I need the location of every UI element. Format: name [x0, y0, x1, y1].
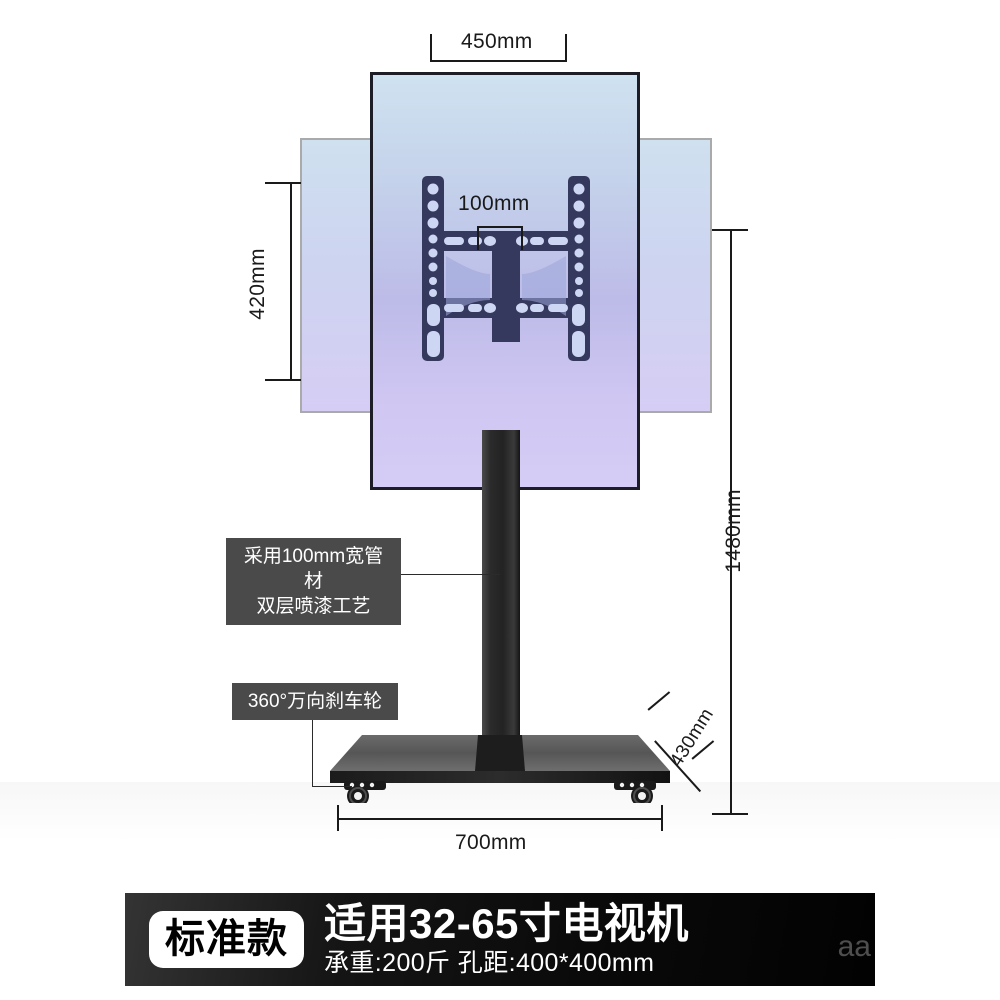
dim-450-tick-left [430, 34, 432, 62]
dim-100-tick-left [477, 226, 479, 250]
dim-420-line [290, 182, 292, 380]
pole-callout-leader [400, 574, 500, 576]
dim-430-tick-top [647, 691, 670, 711]
caster-callout-leader-v [312, 718, 314, 786]
stand-pole [482, 430, 520, 775]
stand-base [320, 735, 680, 803]
banner-text-block: 适用32-65寸电视机 承重:200斤 孔距:400*400mm [324, 899, 689, 978]
dim-1480-tick-bottom [712, 813, 748, 815]
dim-700-label: 700mm [455, 831, 527, 854]
dim-450-line [430, 60, 566, 62]
wall-mount-bracket-icon [418, 176, 594, 366]
dim-450-tick-right [565, 34, 567, 62]
dim-1480-tick-top [712, 229, 748, 231]
dim-450-label: 450mm [461, 30, 533, 53]
callout-pole-material: 采用100mm宽管材 双层喷漆工艺 [226, 538, 401, 625]
dim-420-label: 420mm [245, 248, 269, 320]
badge-standard-model: 标准款 [149, 911, 304, 968]
dim-100-line [477, 226, 522, 228]
caster-callout-leader-h [312, 786, 352, 788]
dim-420-tick-bottom [265, 379, 301, 381]
floor-shadow [0, 782, 1000, 842]
watermark-text: aa [837, 930, 871, 963]
dim-1480-line [730, 229, 732, 814]
dim-420-tick-top [265, 182, 301, 184]
dim-700-line [337, 818, 662, 820]
dim-700-tick-left [337, 805, 339, 831]
banner-headline: 适用32-65寸电视机 [324, 899, 689, 947]
product-banner: 标准款 适用32-65寸电视机 承重:200斤 孔距:400*400mm aa [125, 893, 875, 986]
dim-700-tick-right [661, 805, 663, 831]
banner-subline: 承重:200斤 孔距:400*400mm [324, 948, 655, 977]
dim-1480-label: 1480mm [721, 489, 745, 573]
dim-100-label: 100mm [458, 192, 530, 215]
callout-caster: 360°万向刹车轮 [232, 683, 398, 720]
dim-100-tick-right [521, 226, 523, 250]
